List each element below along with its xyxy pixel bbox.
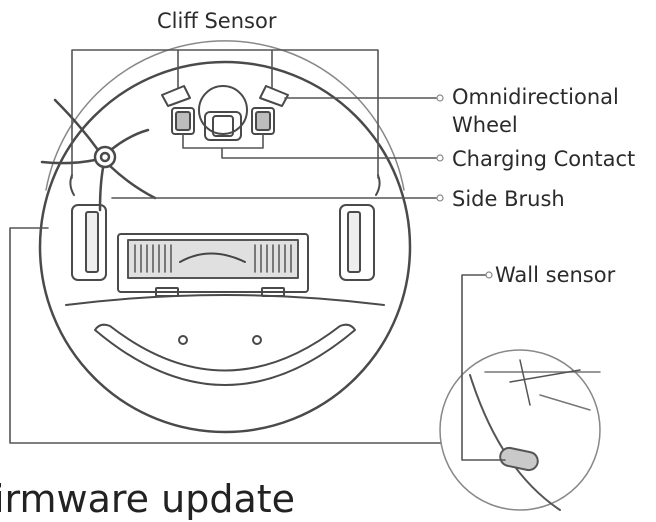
side-brush xyxy=(40,98,157,212)
drive-wheel-right xyxy=(339,204,375,281)
label-cliff-sensor: Cliff Sensor xyxy=(157,9,277,33)
label-charging-contact: Charging Contact xyxy=(452,147,636,171)
section-heading: irmware update xyxy=(0,477,296,521)
callout-dots xyxy=(436,94,493,279)
label-omnidirectional-wheel-2: Wheel xyxy=(452,113,518,137)
label-wall-sensor: Wall sensor xyxy=(495,263,616,287)
drive-wheel-left xyxy=(71,204,107,281)
wall-sensor-inset xyxy=(439,349,601,511)
front-sensor-cluster xyxy=(161,85,289,141)
robot-body xyxy=(38,40,412,434)
label-side-brush: Side Brush xyxy=(452,187,565,211)
main-brush xyxy=(117,233,309,297)
callout-lines xyxy=(9,49,506,461)
label-omnidirectional-wheel: Omnidirectional xyxy=(452,85,619,109)
